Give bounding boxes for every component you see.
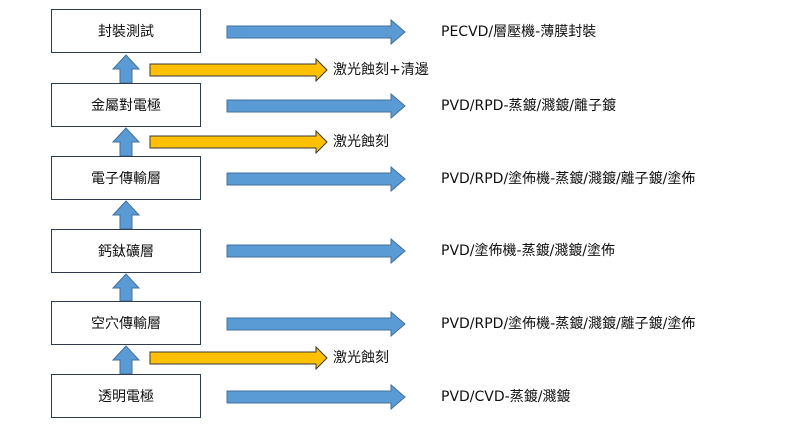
laser-arrow — [149, 345, 328, 371]
process-label: PVD/塗佈機-蒸鍍/濺鍍/塗佈 — [441, 243, 616, 259]
up-arrow — [111, 54, 141, 84]
process-label: PVD/RPD-蒸鍍/濺鍍/離子鍍 — [441, 98, 616, 114]
process-label: PVD/CVD-蒸鍍/濺鍍 — [441, 389, 571, 405]
laser-label: 激光蝕刻+清邊 — [333, 62, 429, 78]
up-arrow — [111, 127, 141, 157]
process-label: PECVD/層壓機-薄膜封裝 — [441, 24, 597, 40]
layer-label: 鈣鈦礦層 — [98, 244, 154, 260]
layer-box-metal-electrode: 金屬對電極 — [51, 83, 201, 127]
process-arrow — [226, 383, 406, 411]
layer-box-htl: 空穴傳輸層 — [51, 301, 201, 345]
layer-label: 透明電極 — [98, 389, 154, 405]
up-arrow — [111, 200, 141, 230]
process-arrow — [226, 18, 406, 46]
layer-box-perovskite: 鈣鈦礦層 — [51, 229, 201, 273]
laser-arrow — [149, 57, 328, 83]
process-arrow — [226, 310, 406, 338]
laser-label: 激光蝕刻 — [333, 134, 389, 150]
process-label: PVD/RPD/塗佈機-蒸鍍/濺鍍/離子鍍/塗佈 — [441, 316, 696, 332]
layer-label: 電子傳輸層 — [91, 171, 161, 187]
up-arrow — [111, 345, 141, 375]
layer-box-transparent-electrode: 透明電極 — [51, 374, 201, 418]
layer-box-etl: 電子傳輸層 — [51, 156, 201, 200]
laser-label: 激光蝕刻 — [333, 350, 389, 366]
laser-arrow — [149, 129, 328, 155]
layer-label: 金屬對電極 — [91, 98, 161, 114]
up-arrow — [111, 273, 141, 302]
layer-label: 封裝測試 — [98, 24, 154, 40]
process-label: PVD/RPD/塗佈機-蒸鍍/濺鍍/離子鍍/塗佈 — [441, 171, 696, 187]
process-arrow — [226, 237, 406, 265]
layer-box-encapsulation: 封裝測試 — [51, 9, 201, 53]
process-arrow — [226, 165, 406, 193]
process-arrow — [226, 92, 406, 120]
layer-label: 空穴傳輸層 — [91, 316, 161, 332]
